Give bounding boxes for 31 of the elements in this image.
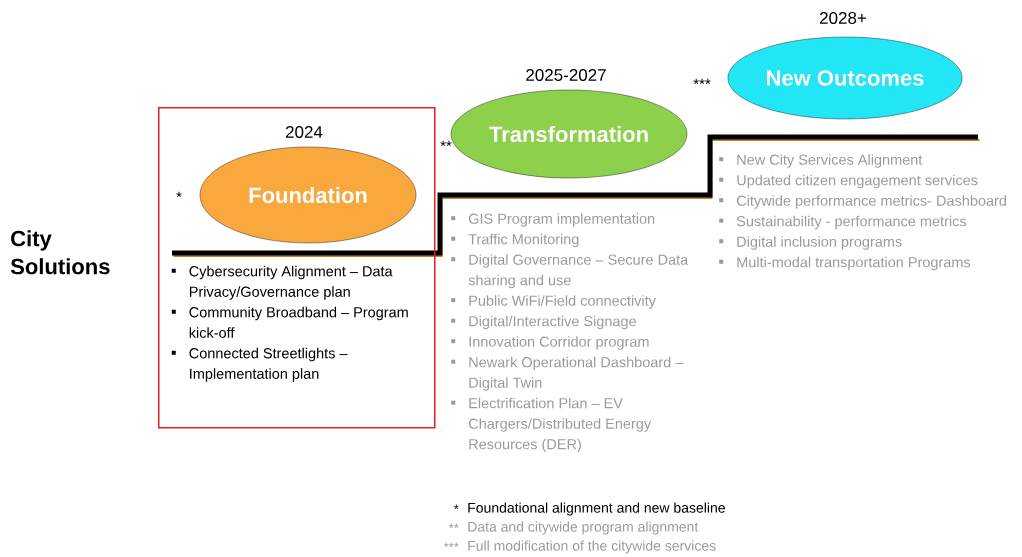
bullet-item: Public WiFi/Field connectivity: [451, 295, 656, 309]
bullet-item: Sustainability - performance metrics: [719, 215, 967, 230]
bullet-item: Community Broadband – Program kick-off: [171, 306, 408, 338]
footnote-text: Foundational alignment and new baseline: [468, 502, 725, 516]
footnote-marker: **: [448, 523, 459, 529]
footnote-marker: ***: [693, 78, 711, 85]
bullet-item: Digital inclusion programs: [719, 236, 902, 250]
bullet-item: Multi-modal transportation Programs: [719, 256, 971, 271]
side-heading: City Solutions: [10, 230, 110, 275]
year-label: 2024: [285, 126, 323, 138]
footnote-marker: *: [176, 191, 182, 198]
year-label: 2025-2027: [526, 68, 606, 81]
bullet-item: GIS Program implementation: [451, 213, 655, 227]
footnote-text: Data and citywide program alignment: [468, 521, 699, 535]
highlight-box: [158, 107, 436, 429]
bullet-item: New City Services Alignment: [719, 154, 923, 168]
footnote-marker: **: [440, 140, 452, 147]
bullet-item: Cybersecurity Alignment – Data Privacy/Governance plan: [171, 265, 393, 300]
bullet-item: Traffic Monitoring: [451, 233, 579, 248]
bullet-item: Electrification Plan – EV Chargers/Distributed Energy Resources (DER): [451, 397, 652, 453]
bullet-item: Updated citizen engagement services: [719, 174, 978, 189]
bullet-item: Digital/Interactive Signage: [451, 315, 636, 330]
year-label: 2028+: [820, 11, 867, 24]
footnote-marker: *: [453, 504, 459, 510]
bullet-item: Digital Governance – Secure Data sharing and use: [451, 254, 689, 289]
bullet-item: Newark Operational Dashboard – Digital Twin: [451, 356, 684, 391]
bullet-item: Citywide performance metrics- Dashboard: [719, 195, 1006, 209]
footnote-text: Full modification of the citywide services: [468, 540, 716, 554]
bullet-item: Innovation Corridor program: [451, 336, 649, 350]
bullet-item: Connected Streetlights – Implementation plan: [171, 347, 348, 382]
footnote-marker: ***: [443, 542, 459, 548]
